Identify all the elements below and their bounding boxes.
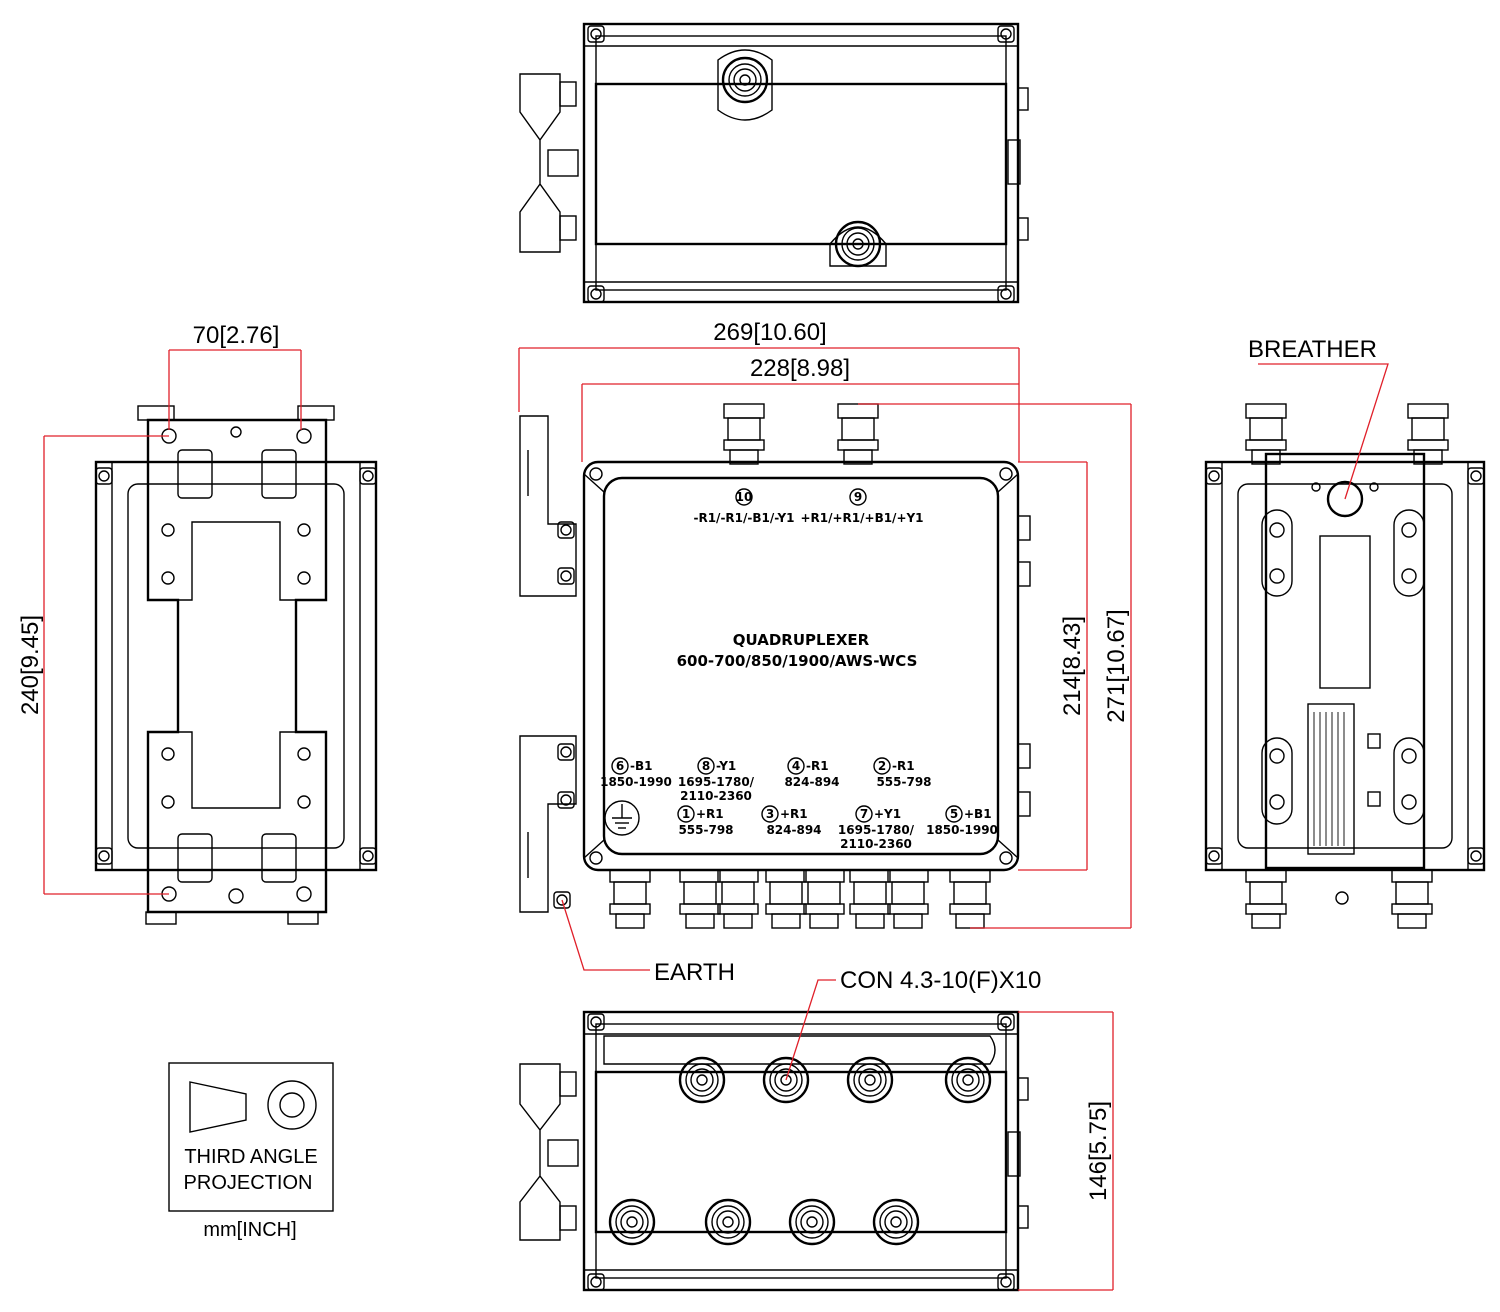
breather-label: BREATHER <box>1248 336 1377 363</box>
projection-line1: THIRD ANGLE <box>184 1146 317 1168</box>
svg-text:+R1: +R1 <box>780 807 808 821</box>
left-side-view <box>94 405 378 925</box>
svg-text:1: 1 <box>682 807 690 821</box>
earth-label: EARTH <box>654 959 735 986</box>
svg-text:-R1: -R1 <box>806 759 829 773</box>
port-label-10: 10 -R1/-R1/-B1/-Y1 <box>693 488 795 525</box>
dim-body-width: 228[8.98] <box>750 355 850 382</box>
dim-overall-height: 271[10.67] <box>1103 609 1130 722</box>
product-title: QUADRUPLEXER <box>733 631 870 649</box>
svg-text:824-894: 824-894 <box>766 823 821 837</box>
svg-text:-R1: -R1 <box>892 759 915 773</box>
svg-text:1850-1990: 1850-1990 <box>926 823 998 837</box>
projection-line2: PROJECTION <box>184 1172 313 1194</box>
port-label-5: 5 +B1 1850-1990 <box>926 805 998 837</box>
svg-text:555-798: 555-798 <box>876 775 931 789</box>
svg-text:+R1: +R1 <box>696 807 724 821</box>
svg-text:1695-1780/: 1695-1780/ <box>838 823 915 837</box>
svg-text:10: 10 <box>736 490 753 504</box>
svg-text:9: 9 <box>854 490 862 504</box>
third-angle-projection-symbol: THIRD ANGLE PROJECTION <box>168 1062 334 1212</box>
svg-text:1850-1990: 1850-1990 <box>600 775 672 789</box>
connectors-label: CON 4.3-10(F)X10 <box>840 967 1041 994</box>
port-label-2: 2 -R1 555-798 <box>873 757 932 789</box>
svg-text:+B1: +B1 <box>964 807 992 821</box>
svg-text:+R1/+R1/+B1/+Y1: +R1/+R1/+B1/+Y1 <box>800 511 923 525</box>
svg-text:2110-2360: 2110-2360 <box>680 789 752 803</box>
port-label-7: 7 +Y1 1695-1780/ 2110-2360 <box>838 805 915 851</box>
svg-text:3: 3 <box>766 807 774 821</box>
port-label-1: 1 +R1 555-798 <box>677 805 734 837</box>
top-view <box>519 22 1029 304</box>
port-label-3: 3 +R1 824-894 <box>761 805 822 837</box>
svg-text:2110-2360: 2110-2360 <box>840 837 912 851</box>
svg-text:1695-1780/: 1695-1780/ <box>678 775 755 789</box>
dim-overall-width: 269[10.60] <box>713 319 826 346</box>
units-label: mm[INCH] <box>203 1219 296 1241</box>
product-bands: 600-700/850/1900/AWS-WCS <box>677 652 918 670</box>
svg-text:824-894: 824-894 <box>784 775 839 789</box>
svg-text:+Y1: +Y1 <box>874 807 901 821</box>
dim-bracket-spacing: 70[2.76] <box>193 322 280 349</box>
bottom-view <box>519 1010 1029 1292</box>
svg-text:555-798: 555-798 <box>678 823 733 837</box>
svg-text:2: 2 <box>878 759 886 773</box>
dim-bracket-length: 240[9.45] <box>17 615 44 715</box>
svg-text:6: 6 <box>616 759 624 773</box>
right-side-view <box>1204 403 1486 929</box>
port-label-8: 8 -Y1 1695-1780/ 2110-2360 <box>678 757 755 803</box>
svg-text:-R1/-R1/-B1/-Y1: -R1/-R1/-B1/-Y1 <box>693 511 794 525</box>
svg-text:7: 7 <box>860 807 868 821</box>
svg-text:8: 8 <box>702 759 710 773</box>
front-view: QUADRUPLEXER 600-700/850/1900/AWS-WCS 10… <box>519 403 1031 929</box>
svg-text:-B1: -B1 <box>630 759 652 773</box>
svg-text:4: 4 <box>792 759 800 773</box>
port-label-6: 6 -B1 1850-1990 <box>600 757 672 789</box>
dim-body-height: 214[8.43] <box>1059 616 1086 716</box>
svg-text:-Y1: -Y1 <box>716 759 736 773</box>
dim-depth: 146[5.75] <box>1085 1101 1112 1201</box>
port-label-9: 9 +R1/+R1/+B1/+Y1 <box>800 488 924 525</box>
port-label-4: 4 -R1 824-894 <box>784 757 840 789</box>
dimension-lines <box>43 347 1389 1291</box>
svg-text:5: 5 <box>950 807 958 821</box>
